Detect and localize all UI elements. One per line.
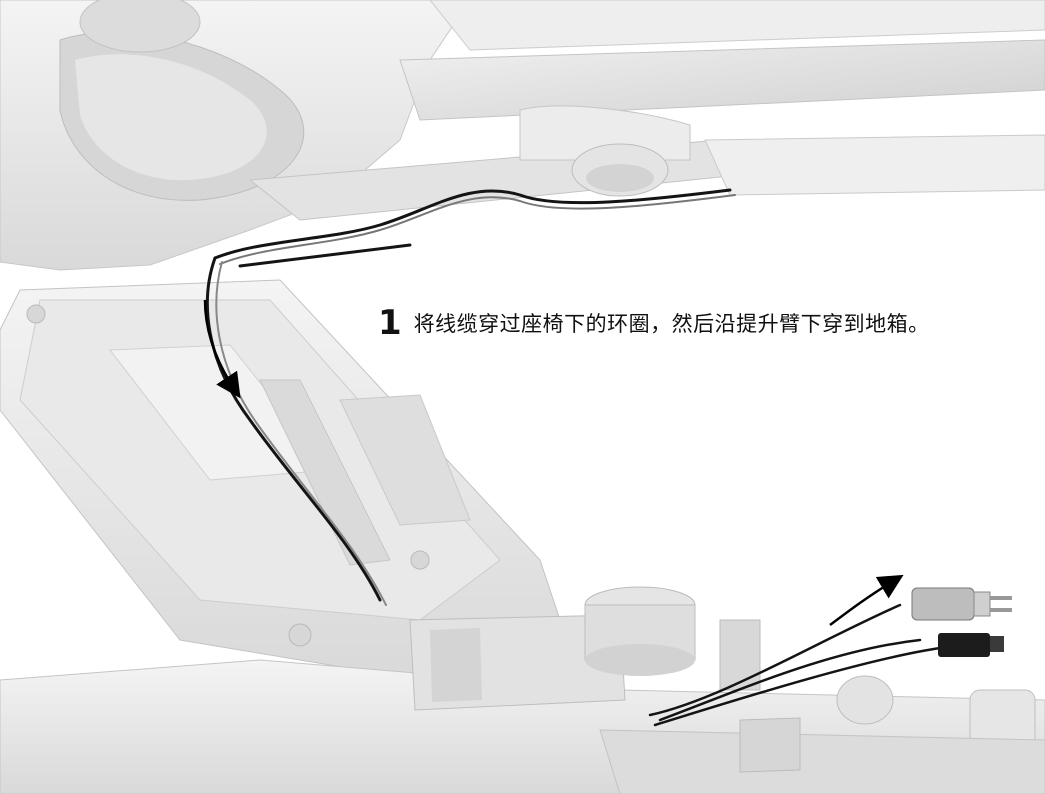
power-plug-icon	[911, 587, 1012, 621]
step-instruction-text: 将线缆穿过座椅下的环圈，然后沿提升臂下穿到地箱。	[413, 312, 930, 336]
seat-underside	[0, 0, 471, 271]
upper-frame	[248, 0, 1045, 221]
routing-arrows	[203, 299, 904, 627]
connector-plug-icon	[938, 633, 1004, 657]
floor-box	[0, 586, 1045, 794]
cable-bundle	[205, 188, 942, 727]
lift-arm	[0, 279, 561, 681]
instruction-callout: 1 将线缆穿过座椅下的环圈，然后沿提升臂下穿到地箱。	[378, 306, 930, 340]
step-number: 1	[378, 303, 402, 343]
